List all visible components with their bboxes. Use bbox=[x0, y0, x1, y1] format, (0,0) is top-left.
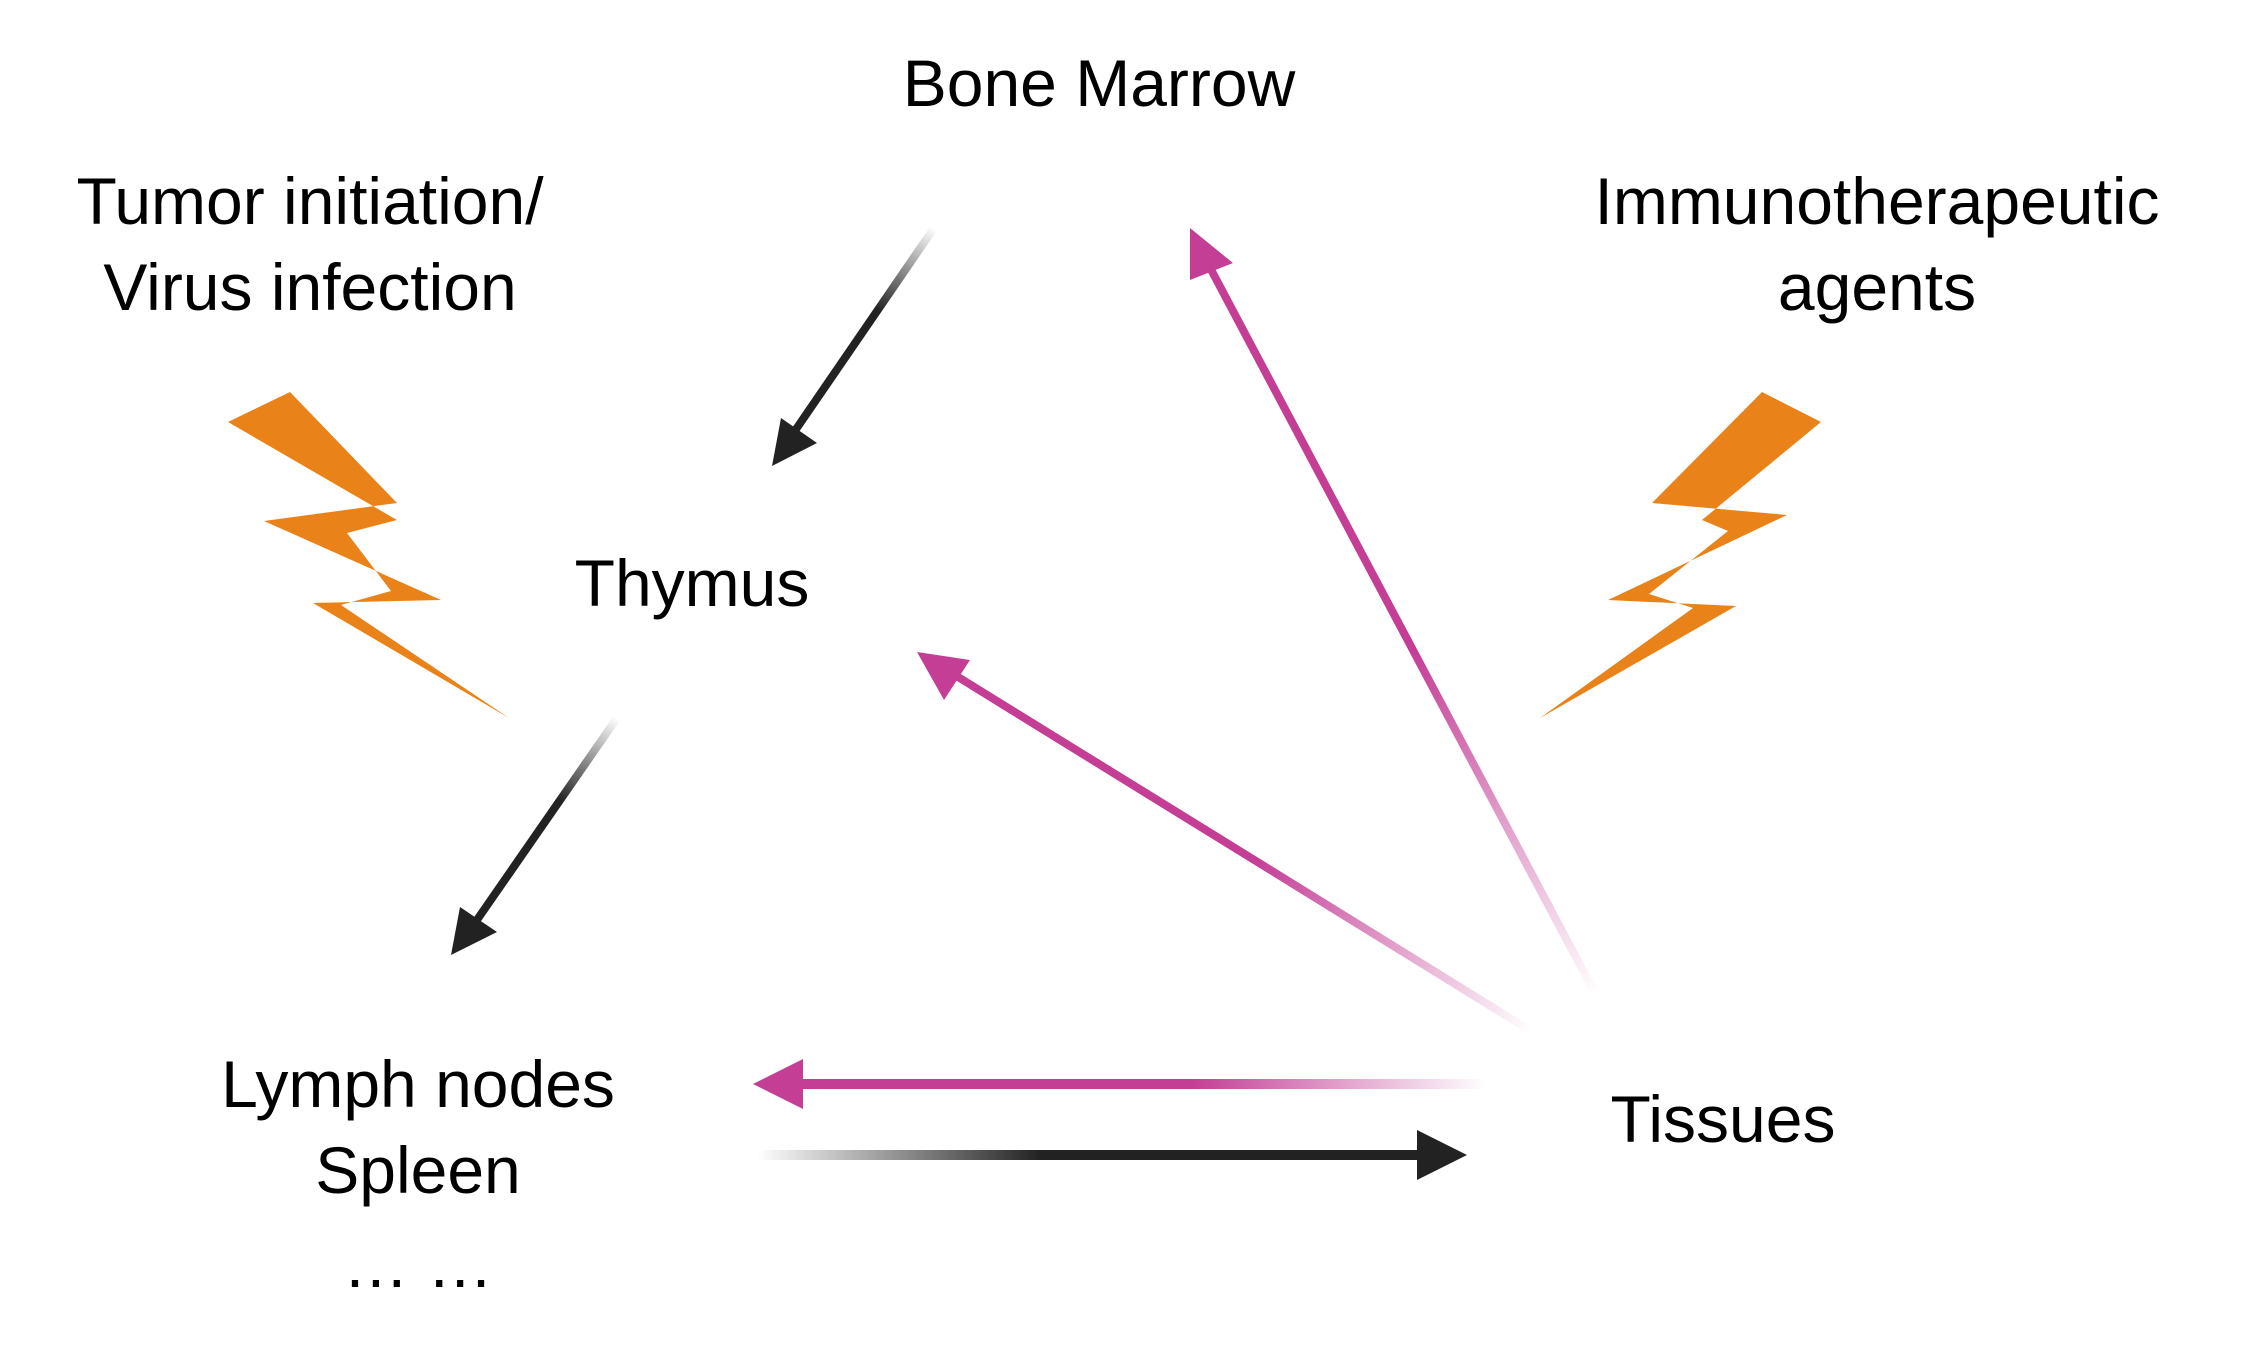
lightning-bolt-icon bbox=[1540, 392, 1821, 718]
stimulus-immunotherapeutic-agents: Immunotherapeutic agents bbox=[1595, 159, 2160, 331]
node-lymph-nodes: Lymph nodes bbox=[221, 1047, 615, 1122]
node-thymus: Thymus bbox=[574, 546, 810, 621]
arrow-tissues-to-bone-marrow bbox=[1190, 228, 1600, 997]
lightning-bolt-icon bbox=[228, 392, 509, 718]
arrow-thymus-to-lymph-nodes bbox=[451, 715, 621, 955]
arrow-bone-marrow-to-thymus bbox=[772, 225, 938, 466]
node-bone-marrow: Bone Marrow bbox=[902, 46, 1296, 121]
arrow-lymph-nodes-to-tissues bbox=[757, 1130, 1467, 1180]
node-tissues: Tissues bbox=[1610, 1082, 1836, 1157]
stimulus-right-line2: agents bbox=[1777, 250, 1977, 324]
node-lymphoid-organs: Lymph nodes Spleen bbox=[221, 1042, 615, 1214]
node-spleen: Spleen bbox=[315, 1133, 521, 1207]
stimulus-left-line2: Virus infection bbox=[103, 250, 517, 324]
stimulus-right-line1: Immunotherapeutic bbox=[1594, 164, 2160, 239]
arrow-tissues-to-thymus bbox=[917, 652, 1534, 1035]
node-ellipsis: … … bbox=[342, 1227, 494, 1302]
stimulus-tumor-virus: Tumor initiation/ Virus infection bbox=[76, 159, 543, 331]
stimulus-left-line1: Tumor initiation/ bbox=[76, 164, 544, 239]
arrow-tissues-to-lymph-nodes bbox=[753, 1059, 1486, 1109]
